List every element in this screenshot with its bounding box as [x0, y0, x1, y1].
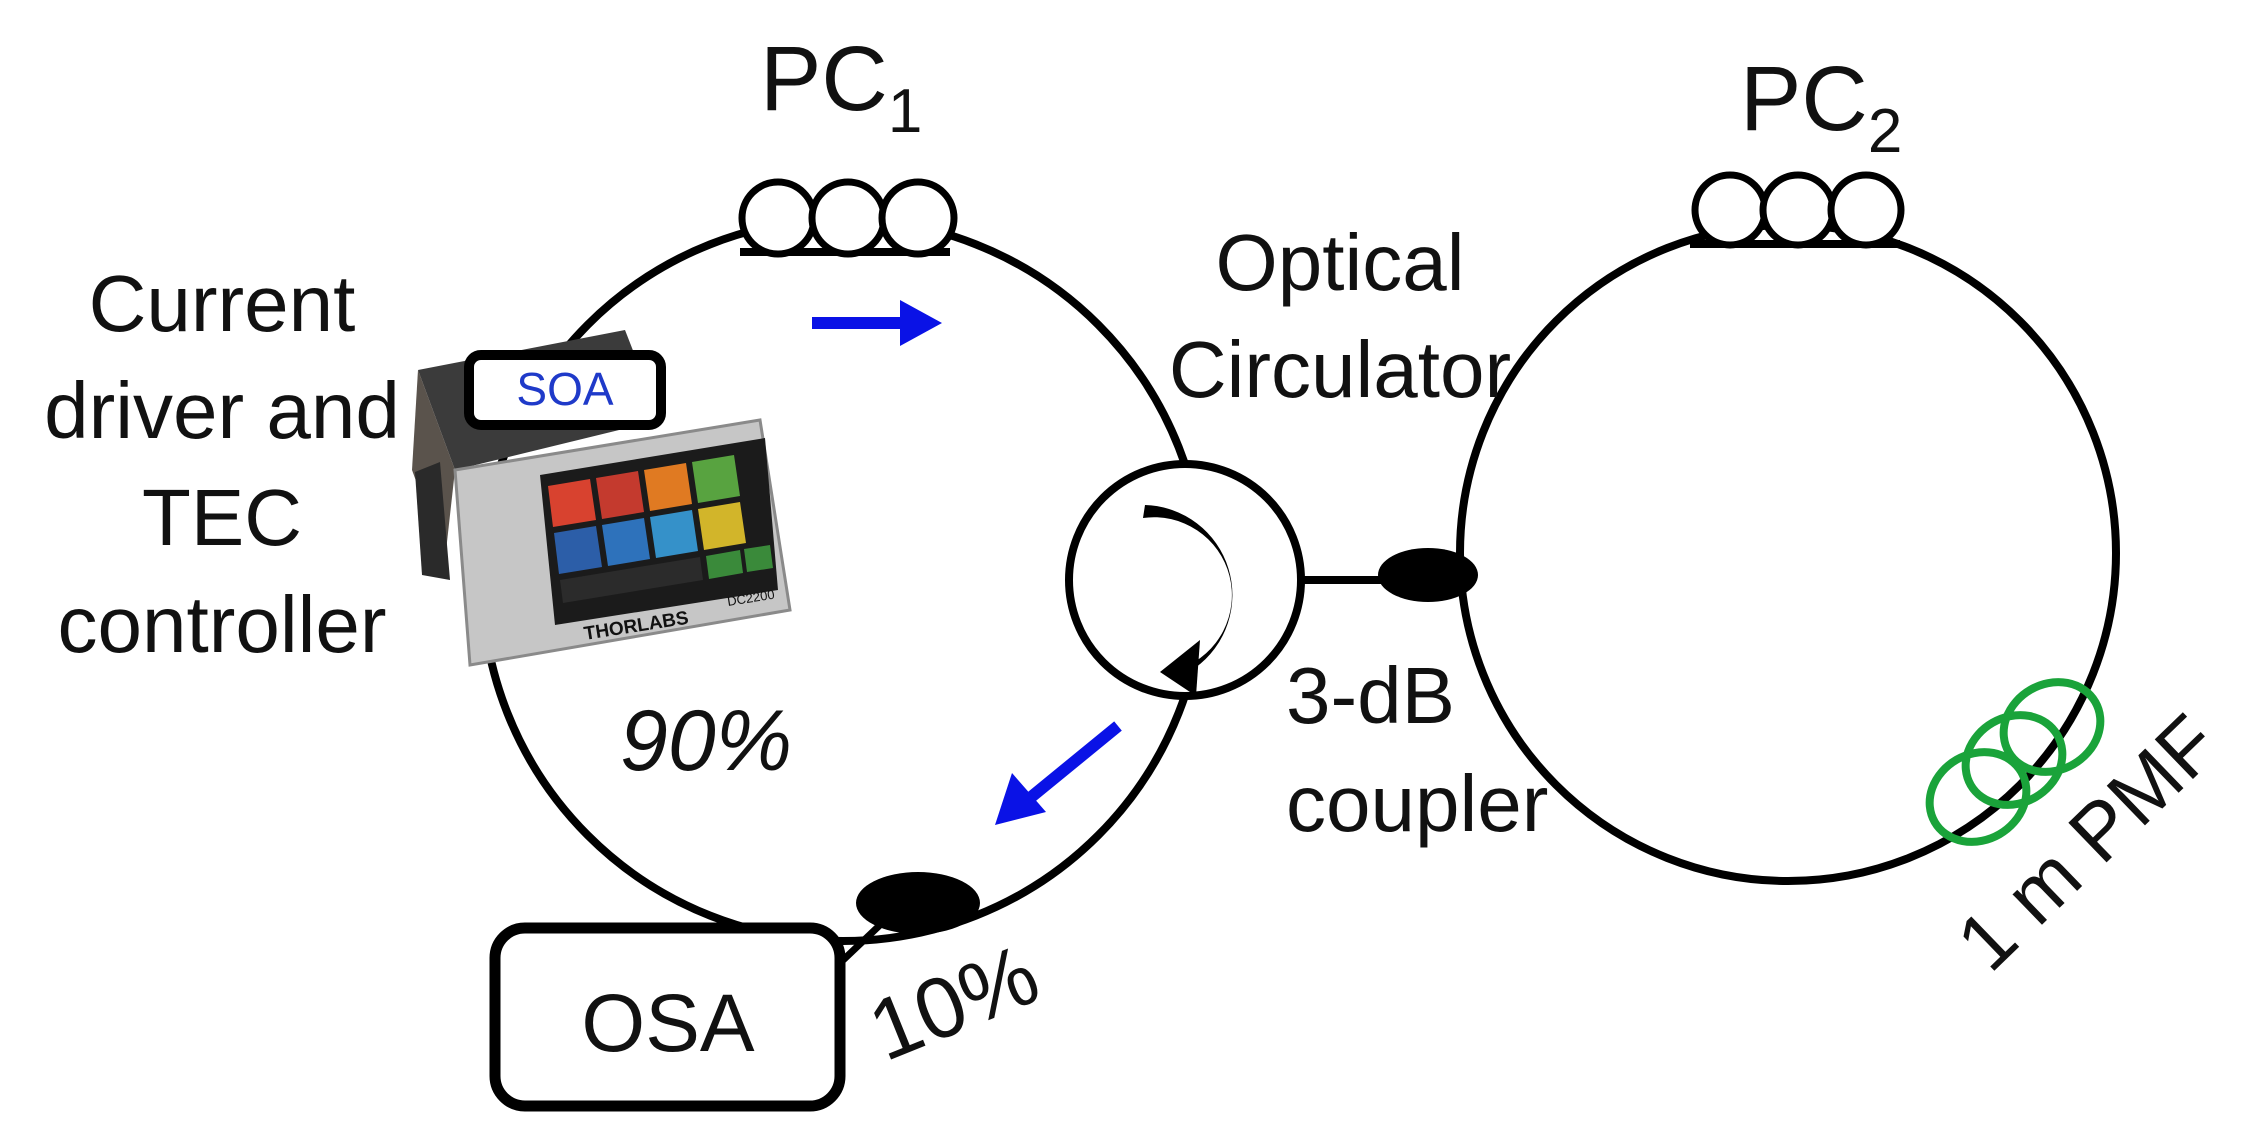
pc1-label: PC1 [760, 28, 922, 146]
soa-box [464, 350, 666, 430]
device-model: DC2200 [726, 587, 775, 609]
osa-label: OSA [581, 978, 754, 1069]
ratio-90-label: 90% [620, 693, 792, 789]
pmf-coil [1925, 678, 2105, 846]
soa-label: SOA [516, 363, 613, 415]
optical-label: Optical [1216, 218, 1465, 307]
device-screen-tiles [548, 455, 773, 603]
pc1-main: PC [760, 28, 888, 130]
optical-circulator [1065, 460, 1305, 700]
tec-label: TEC [142, 473, 302, 562]
coupler-label-line1: 3-dB [1286, 651, 1455, 740]
current-label: Current [89, 259, 356, 348]
osa-box [489, 922, 846, 1112]
coupler-label-line2: coupler [1286, 759, 1548, 848]
pc2-label: PC2 [1740, 48, 1902, 166]
three-db-coupler [1378, 548, 1478, 602]
pc2-subscript: 2 [1868, 97, 1902, 166]
driver-and-label: driver and [44, 366, 400, 455]
pc1-polarization-controller [738, 178, 958, 258]
right-fiber-ring [1456, 221, 2120, 885]
output-coupler [856, 872, 980, 934]
pc2-polarization-controller [1690, 171, 1905, 249]
ratio-10-label: 10% [856, 926, 1052, 1079]
pc2-main: PC [1740, 48, 1868, 150]
pc1-subscript: 1 [888, 77, 922, 146]
forward-arrow-icon [812, 300, 942, 346]
osa-link [837, 922, 883, 966]
circulator-label: Circulator [1169, 325, 1511, 414]
controller-label: controller [57, 580, 386, 669]
return-arrow-icon [995, 721, 1122, 825]
